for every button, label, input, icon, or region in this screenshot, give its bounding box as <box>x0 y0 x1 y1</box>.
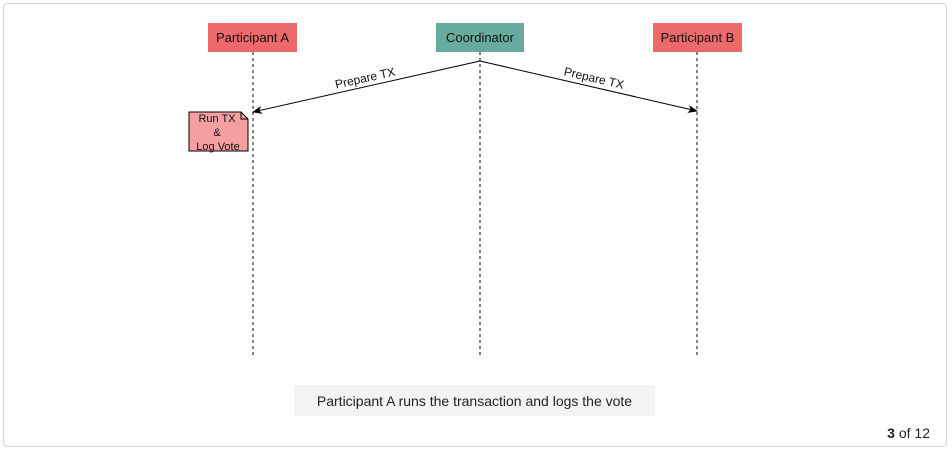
participant-a-box: Participant A <box>208 23 297 52</box>
participant-a-rect <box>208 23 297 52</box>
pager-total: 12 <box>914 425 930 441</box>
coordinator-rect <box>436 23 524 52</box>
slide-frame <box>3 3 947 447</box>
participant-a-label: Participant A <box>216 30 289 45</box>
note-line-1: Run TX <box>198 113 236 125</box>
note-fold <box>240 112 248 120</box>
participant-b-box: Participant B <box>653 23 742 52</box>
participant-b-rect <box>653 23 742 52</box>
slide-caption: Participant A runs the transaction and l… <box>294 385 655 416</box>
slide-caption-text: Participant A runs the transaction and l… <box>316 392 633 409</box>
message-label-to-a: Prepare TX <box>334 65 397 92</box>
coordinator-label: Coordinator <box>446 30 515 45</box>
message-arrow-to-a <box>252 60 481 114</box>
message-arrow-to-b <box>479 60 698 113</box>
note-shape <box>188 111 249 152</box>
coordinator-box: Coordinator <box>436 23 524 52</box>
note-line-2: & <box>213 127 221 139</box>
pager-separator: of <box>898 425 911 441</box>
pager-current: 3 <box>887 425 895 441</box>
participant-b-label: Participant B <box>661 30 735 45</box>
note-run-tx-log-vote: Run TX & Log Vote <box>188 111 249 153</box>
note-line-3: Log Vote <box>196 141 239 153</box>
slide-pager: 3 of 12 <box>887 425 930 441</box>
